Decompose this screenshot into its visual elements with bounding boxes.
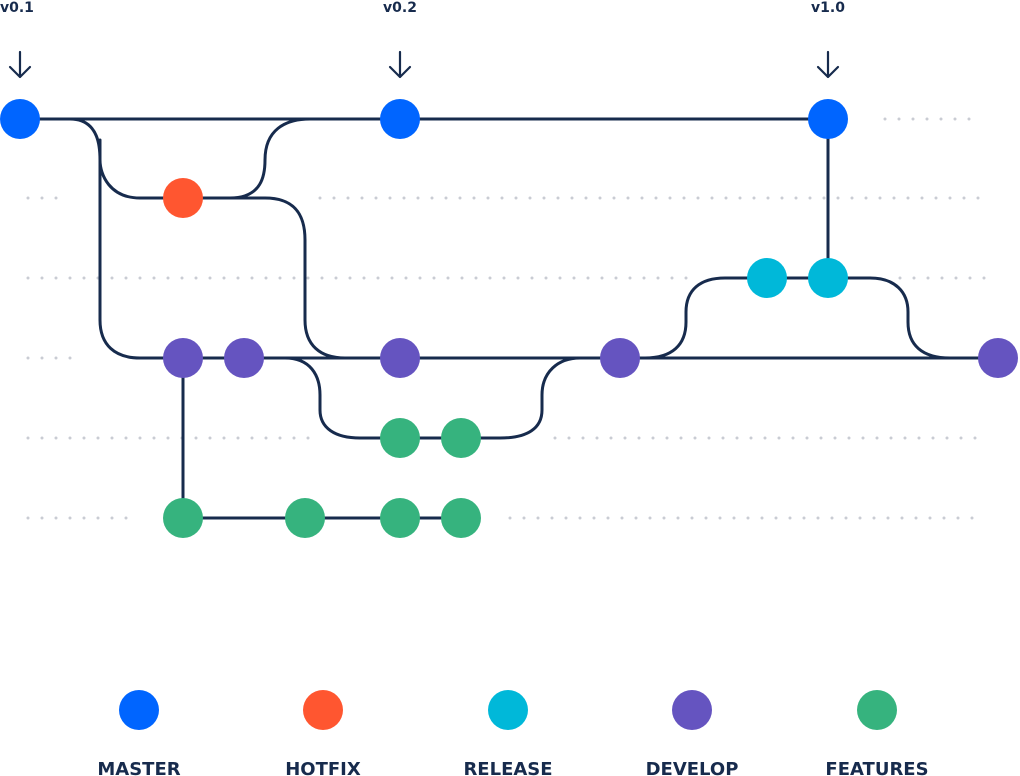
commit-node[interactable] xyxy=(224,338,264,378)
feature-a-branch-edge xyxy=(242,356,582,440)
legend-label: HOTFIX xyxy=(285,759,361,776)
tag-label: v1.0 xyxy=(811,0,845,16)
down-arrow-icon xyxy=(816,50,840,79)
commit-node[interactable] xyxy=(380,99,420,139)
legend-label: FEATURES xyxy=(825,759,928,776)
legend-swatch xyxy=(857,690,897,730)
lane-guides xyxy=(26,117,987,520)
legend-label: DEVELOP xyxy=(646,759,739,776)
tag-label: v0.2 xyxy=(383,0,417,16)
legend-swatch xyxy=(488,690,528,730)
down-arrow-icon xyxy=(8,50,32,79)
commit-node[interactable] xyxy=(978,338,1018,378)
commit-node[interactable] xyxy=(808,99,848,139)
tag-v0-1: v0.1 xyxy=(0,0,34,79)
commit-node[interactable] xyxy=(600,338,640,378)
version-tags: v0.1 v0.2 v1.0 xyxy=(0,0,845,79)
commit-node[interactable] xyxy=(441,498,481,538)
commit-node[interactable] xyxy=(163,498,203,538)
legend-label: RELEASE xyxy=(463,759,552,776)
commit-node[interactable] xyxy=(441,418,481,458)
tag-v1-0: v1.0 xyxy=(811,0,845,79)
release-branch-edge xyxy=(618,276,872,360)
legend: MASTER HOTFIX RELEASE DEVELOP FEATURES xyxy=(97,690,929,776)
commit-node[interactable] xyxy=(380,338,420,378)
commit-node[interactable] xyxy=(380,498,420,538)
legend-swatch xyxy=(303,690,343,730)
hotfix-merge-develop-edge xyxy=(181,196,402,360)
commit-edges xyxy=(18,117,1000,520)
commit-node[interactable] xyxy=(0,99,40,139)
legend-item-hotfix: HOTFIX xyxy=(285,690,361,776)
legend-item-master: MASTER xyxy=(97,690,181,776)
legend-label: MASTER xyxy=(97,759,180,776)
tag-label: v0.1 xyxy=(0,0,34,16)
legend-item-features: FEATURES xyxy=(825,690,929,776)
commit-node[interactable] xyxy=(808,258,848,298)
down-arrow-icon xyxy=(388,50,412,79)
commit-node[interactable] xyxy=(380,418,420,458)
tag-v0-2: v0.2 xyxy=(383,0,417,79)
develop-branch-edge xyxy=(98,138,185,360)
commit-node[interactable] xyxy=(747,258,787,298)
hotfix-merge-master-edge xyxy=(181,117,402,200)
release-merge-develop-edge xyxy=(826,276,1000,360)
commit-node[interactable] xyxy=(163,338,203,378)
commit-node[interactable] xyxy=(163,178,203,218)
legend-item-release: RELEASE xyxy=(463,690,553,776)
legend-swatch xyxy=(672,690,712,730)
legend-item-develop: DEVELOP xyxy=(646,690,739,776)
legend-swatch xyxy=(119,690,159,730)
commits xyxy=(0,99,1018,538)
commit-node[interactable] xyxy=(285,498,325,538)
